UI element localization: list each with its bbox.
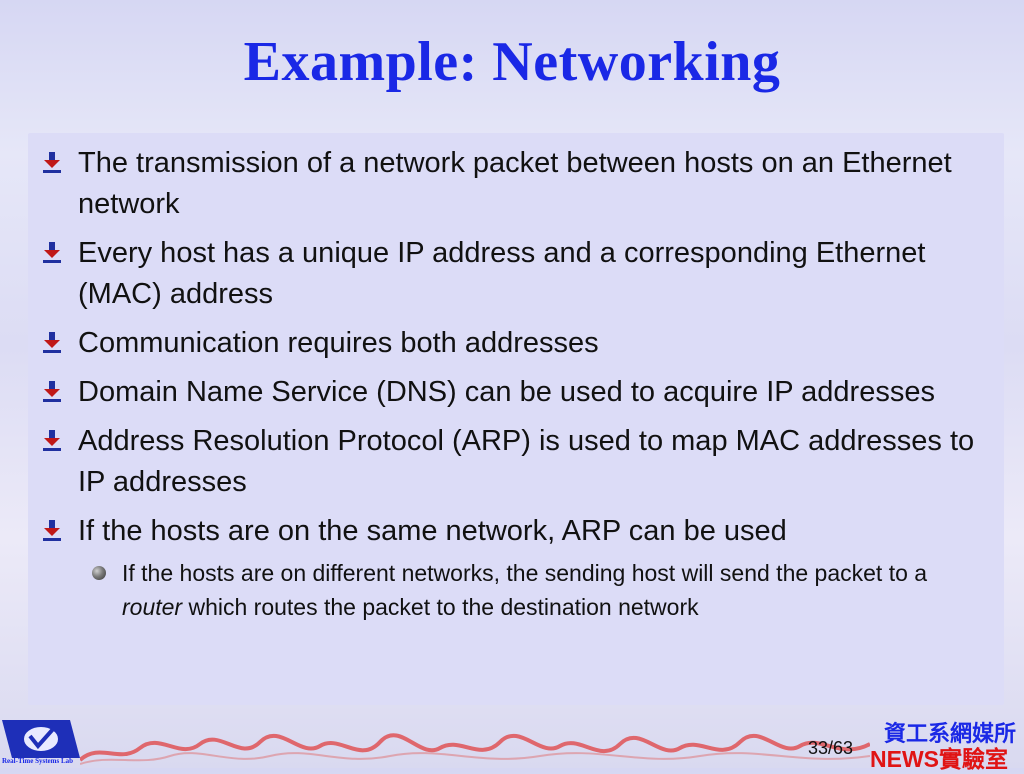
bullet-text: Every host has a unique IP address and a… — [78, 237, 926, 310]
list-item: Every host has a unique IP address and a… — [28, 233, 988, 315]
bullet-text: The transmission of a network packet bet… — [78, 147, 952, 220]
bullet-text: If the hosts are on the same network, AR… — [78, 515, 787, 547]
download-arrow-icon — [43, 430, 61, 451]
sub-bullet-emphasis: router — [122, 594, 183, 620]
bullet-text: Domain Name Service (DNS) can be used to… — [78, 376, 935, 408]
list-item: Domain Name Service (DNS) can be used to… — [28, 372, 988, 413]
lab-chinese-label: 資工系網媒所 — [884, 721, 1017, 746]
bullet-text: Communication requires both addresses — [78, 327, 599, 359]
page-current: 33 — [808, 738, 829, 758]
content-panel: The transmission of a network packet bet… — [28, 133, 1004, 705]
list-item: If the hosts are on the same network, AR… — [28, 511, 988, 552]
download-arrow-icon — [43, 381, 61, 402]
lab-news-label: NEWS實驗室 — [870, 746, 1008, 772]
handwriting-decoration — [80, 733, 870, 765]
page-total: /63 — [828, 738, 854, 758]
download-arrow-icon — [43, 520, 61, 541]
slide-title: Example: Networking — [243, 31, 781, 93]
list-item: Address Resolution Protocol (ARP) is use… — [28, 421, 988, 503]
rtslab-logo-icon — [2, 720, 80, 758]
bullet-text: Address Resolution Protocol (ARP) is use… — [78, 425, 975, 498]
sub-list-item: If the hosts are on different networks, … — [28, 556, 988, 624]
download-arrow-icon — [43, 332, 61, 353]
sub-bullet-text-before: If the hosts are on different networks, … — [122, 560, 928, 586]
logo-caption: Real-Time Systems Lab — [2, 757, 74, 765]
list-item: Communication requires both addresses — [28, 323, 988, 364]
list-item: The transmission of a network packet bet… — [28, 143, 988, 225]
page-number: 33/63 — [808, 738, 853, 759]
bullet-list: The transmission of a network packet bet… — [28, 143, 988, 624]
download-arrow-icon — [43, 242, 61, 263]
sub-bullet-text-after: which routes the packet to the destinati… — [182, 594, 699, 620]
download-arrow-icon — [43, 152, 61, 173]
sphere-bullet-icon — [92, 566, 106, 580]
